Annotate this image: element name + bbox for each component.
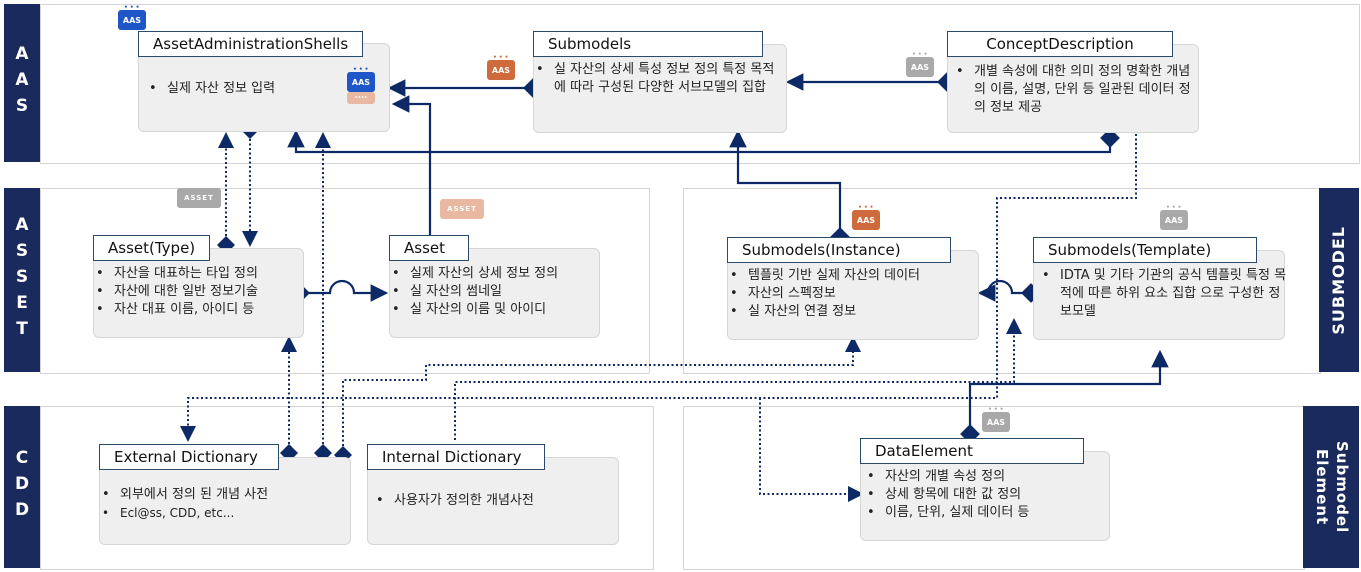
list-item: 실제 자산의 상세 정보 정의 bbox=[390, 265, 558, 283]
aas-badge-orange-submodels: •••AAS bbox=[487, 54, 515, 80]
list-item: 실 자산의 썸네일 bbox=[390, 283, 558, 301]
list-item: 자산을 대표하는 타입 정의 bbox=[94, 265, 258, 283]
submodels-box: 실 자산의 상세 특성 정보 정의 특정 목적에 따라 구성된 다양한 서브모델… bbox=[533, 44, 787, 133]
submodels-template-title[interactable]: Submodels(Template) bbox=[1033, 237, 1257, 263]
aas-badge-peach-small: •••• bbox=[347, 92, 375, 104]
asset-tag-peach: ASSET bbox=[440, 199, 484, 219]
list-item: 이름, 단위, 실제 데이터 등 bbox=[865, 504, 1029, 522]
asset-bullets: 실제 자산의 상세 정보 정의 실 자산의 썸네일 실 자산의 이름 및 아이디 bbox=[390, 265, 558, 319]
list-item: 자산에 대한 일반 정보기술 bbox=[94, 283, 258, 301]
aas-badge-blue-top: •••AAS bbox=[118, 4, 146, 30]
aas-shells-bullets: 실제 자산 정보 입력 bbox=[147, 80, 275, 98]
list-item: 상세 항목에 대한 값 정의 bbox=[865, 486, 1029, 504]
external-dictionary-box: 외부에서 정의 된 개념 사전 Ecl@ss, CDD, etc... bbox=[99, 457, 351, 545]
submodels-instance-bullets: 템플릿 기반 실제 자산의 데이터 자산의 스펙정보 실 자산의 연결 정보 bbox=[728, 267, 920, 321]
concept-description-box: 개별 속성에 대한 의미 정의 명확한 개념의 이름, 설명, 단위 등 일관된… bbox=[947, 44, 1199, 133]
list-item: Ecl@ss, CDD, etc... bbox=[100, 504, 268, 522]
internal-dictionary-bullets: 사용자가 정의한 개념사전 bbox=[374, 492, 534, 510]
side-label-submodel-element: Submodel Element bbox=[1303, 406, 1359, 568]
aas-badge-orange-instance: •••AAS bbox=[852, 204, 880, 230]
aas-badge-gray-concept: •••AAS bbox=[906, 51, 934, 77]
list-item: IDTA 및 기타 기관의 공식 템플릿 특정 목적에 따른 하위 요소 집합 … bbox=[1040, 267, 1288, 321]
submodels-bullets: 실 자산의 상세 특성 정보 정의 특정 목적에 따라 구성된 다양한 서브모델… bbox=[534, 61, 779, 97]
concept-description-title[interactable]: ConceptDescription bbox=[947, 31, 1173, 57]
external-dictionary-title[interactable]: External Dictionary bbox=[99, 444, 279, 470]
aas-badge-gray-dataelement: •••AAS bbox=[982, 406, 1010, 432]
list-item: 외부에서 정의 된 개념 사전 bbox=[100, 486, 268, 504]
asset-type-title[interactable]: Asset(Type) bbox=[93, 235, 211, 261]
list-item: 자산의 개별 속성 정의 bbox=[865, 468, 1029, 486]
list-item: 사용자가 정의한 개념사전 bbox=[374, 492, 534, 510]
list-item: 실제 자산 정보 입력 bbox=[147, 80, 275, 98]
list-item: 실 자산의 연결 정보 bbox=[728, 303, 920, 321]
side-label-asset: ASSET bbox=[4, 188, 40, 372]
asset-box: 실제 자산의 상세 정보 정의 실 자산의 썸네일 실 자산의 이름 및 아이디 bbox=[389, 248, 600, 338]
aas-badge-blue-inbox: •••AAS bbox=[347, 66, 375, 92]
list-item: 자산의 스펙정보 bbox=[728, 285, 920, 303]
aas-shells-title[interactable]: AssetAdministrationShells bbox=[138, 31, 364, 57]
list-item: 실 자산의 이름 및 아이디 bbox=[390, 301, 558, 319]
list-item: 개별 속성에 대한 의미 정의 명확한 개념의 이름, 설명, 단위 등 일관된… bbox=[954, 63, 1202, 117]
asset-type-bullets: 자산을 대표하는 타입 정의 자산에 대한 일반 정보기술 자산 대표 이름, … bbox=[94, 265, 258, 319]
data-element-bullets: 자산의 개별 속성 정의 상세 항목에 대한 값 정의 이름, 단위, 실제 데… bbox=[865, 468, 1029, 522]
list-item: 템플릿 기반 실제 자산의 데이터 bbox=[728, 267, 920, 285]
side-label-aas: AAS bbox=[4, 4, 40, 162]
asset-type-box: 자산을 대표하는 타입 정의 자산에 대한 일반 정보기술 자산 대표 이름, … bbox=[93, 248, 304, 338]
concept-description-bullets: 개별 속성에 대한 의미 정의 명확한 개념의 이름, 설명, 단위 등 일관된… bbox=[954, 63, 1202, 117]
data-element-box: 자산의 개별 속성 정의 상세 항목에 대한 값 정의 이름, 단위, 실제 데… bbox=[860, 451, 1110, 541]
list-item: 실 자산의 상세 특성 정보 정의 특정 목적에 따라 구성된 다양한 서브모델… bbox=[534, 61, 779, 97]
aas-badge-gray-template: •••AAS bbox=[1160, 204, 1188, 230]
data-element-title[interactable]: DataElement bbox=[860, 438, 1084, 464]
side-label-submodel: SUBMODEL bbox=[1319, 188, 1359, 372]
external-dictionary-bullets: 외부에서 정의 된 개념 사전 Ecl@ss, CDD, etc... bbox=[100, 486, 268, 522]
asset-tag-gray: ASSET bbox=[177, 188, 221, 208]
submodels-title[interactable]: Submodels bbox=[533, 31, 763, 57]
submodels-instance-box: 템플릿 기반 실제 자산의 데이터 자산의 스펙정보 실 자산의 연결 정보 bbox=[727, 250, 979, 340]
asset-title[interactable]: Asset bbox=[389, 235, 469, 261]
submodels-template-bullets: IDTA 및 기타 기관의 공식 템플릿 특정 목적에 따른 하위 요소 집합 … bbox=[1040, 267, 1288, 321]
internal-dictionary-title[interactable]: Internal Dictionary bbox=[367, 444, 545, 470]
internal-dictionary-box: 사용자가 정의한 개념사전 bbox=[367, 457, 619, 545]
submodels-template-box: IDTA 및 기타 기관의 공식 템플릿 특정 목적에 따른 하위 요소 집합 … bbox=[1033, 250, 1288, 340]
list-item: 자산 대표 이름, 아이디 등 bbox=[94, 301, 258, 319]
side-label-cdd: CDD bbox=[4, 406, 40, 568]
submodels-instance-title[interactable]: Submodels(Instance) bbox=[727, 237, 951, 263]
